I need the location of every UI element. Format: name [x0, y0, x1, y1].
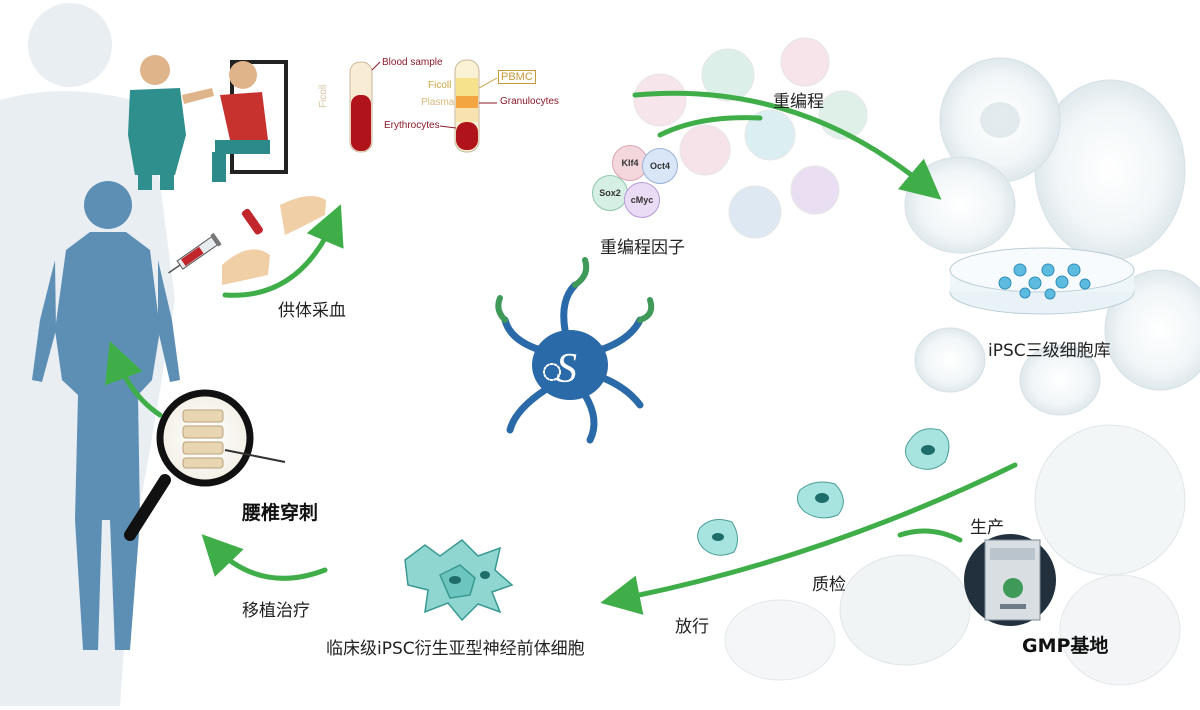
label-production: 生产: [970, 518, 1004, 538]
background-production-cells: [724, 424, 1186, 686]
blood-sample-label: Blood sample: [382, 57, 443, 68]
erythrocytes-label: Erythrocytes: [384, 120, 440, 131]
blood-draw-illustration: [128, 55, 288, 190]
granulocytes-label: Granulocytes: [500, 96, 559, 107]
process-arrows: [105, 90, 1018, 615]
label-release: 放行: [675, 617, 709, 637]
petri-dish: [949, 247, 1135, 315]
pbmc-label: PBMC: [498, 70, 536, 84]
reprogramming-cells: [633, 37, 868, 239]
label-clinical-cells: 临床级iPSC衍生亚型神经前体细胞: [326, 639, 585, 659]
label-ipsc-bank: iPSC三级细胞库: [988, 341, 1111, 361]
label-transplant: 移植治疗: [242, 601, 310, 621]
label-lumbar-puncture: 腰椎穿刺: [242, 502, 319, 524]
label-reprogramming-factors: 重编程因子: [600, 238, 685, 258]
label-donor-blood: 供体采血: [278, 301, 346, 321]
plasma-label: Plasma: [421, 97, 455, 108]
blood-tubes: [349, 59, 498, 153]
factor-sox2: Sox2: [592, 175, 628, 211]
syringe-icon: [168, 232, 222, 274]
label-gmp-base: GMP基地: [1022, 635, 1109, 657]
patient-body: [32, 181, 180, 650]
factor-cmyc: cMyc: [624, 182, 660, 218]
gmp-facility-image: [964, 534, 1056, 626]
label-quality-control: 质检: [812, 575, 846, 595]
magnifier-spine-icon: [124, 389, 286, 541]
company-logo: S: [495, 257, 655, 444]
ficoll-left-label: Ficoll: [318, 84, 329, 108]
label-reprogramming: 重编程: [773, 92, 824, 112]
hands-with-tube: [222, 196, 326, 285]
ficoll-right-label: Ficoll: [428, 80, 452, 91]
produced-cells: [697, 428, 950, 556]
background-ipsc-cells: [904, 57, 1200, 416]
factor-oct4: Oct4: [642, 148, 678, 184]
svg-text:S: S: [556, 346, 577, 392]
neural-cell-nuclei: [449, 571, 490, 584]
